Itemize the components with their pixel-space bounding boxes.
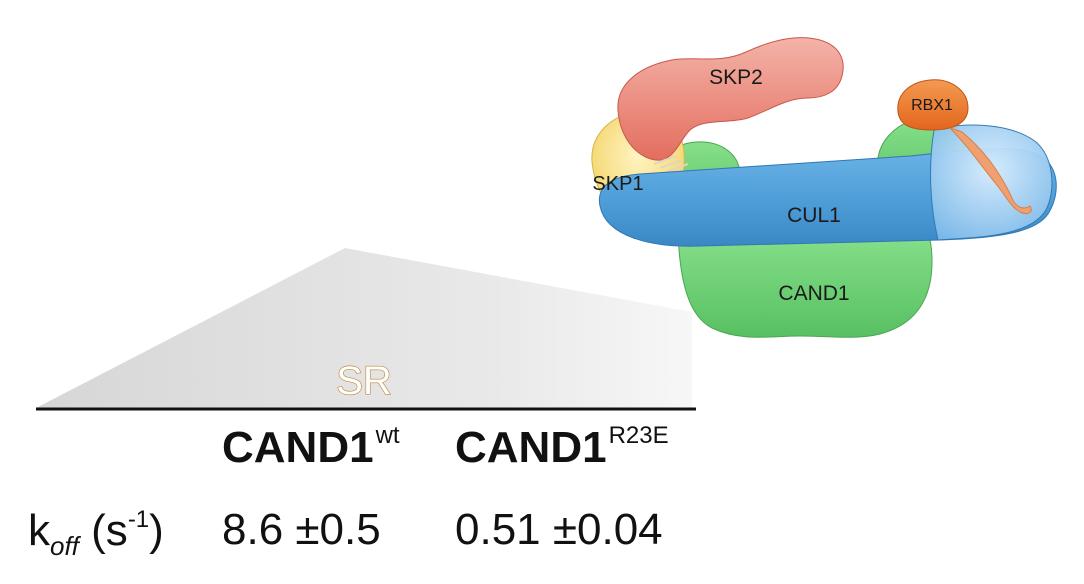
koff-symbol: k: [28, 506, 50, 555]
koff-value-cand1-r23e: 0.51 ±0.04: [455, 505, 663, 554]
rbx1-shape: [897, 79, 969, 131]
koff-subscript: off: [50, 531, 79, 561]
rbx1-tail: [949, 127, 1032, 215]
sr-label: SR: [336, 359, 392, 403]
skp1-label: SKP1: [592, 173, 643, 195]
cul1-label: CUL1: [787, 204, 841, 227]
koff-unit-close: ): [149, 506, 164, 555]
skp2-contact-hatch: [653, 155, 689, 173]
cand1-label: CAND1: [778, 282, 849, 305]
column-header-sup: R23E: [608, 422, 669, 449]
column-header-sup: wt: [375, 422, 400, 449]
koff-value-cand1-wt: 8.6 ±0.5: [222, 505, 381, 554]
cand1-shape: [677, 231, 933, 338]
column-header-main: CAND1: [455, 423, 607, 472]
column-header-cand1-wt: CAND1wt: [222, 424, 400, 470]
koff-unit-superscript: -1: [127, 506, 150, 533]
sr-wedge: [36, 248, 692, 408]
koff-unit-open: (s: [78, 506, 128, 555]
column-header-cand1-r23e: CAND1R23E: [455, 424, 669, 470]
column-header-main: CAND1: [222, 423, 374, 472]
skp2-shape: [617, 37, 844, 161]
rbx1-label: RBX1: [911, 97, 953, 114]
koff-row-label: koff (s-1): [28, 506, 164, 561]
skp2-label: SKP2: [709, 66, 763, 89]
